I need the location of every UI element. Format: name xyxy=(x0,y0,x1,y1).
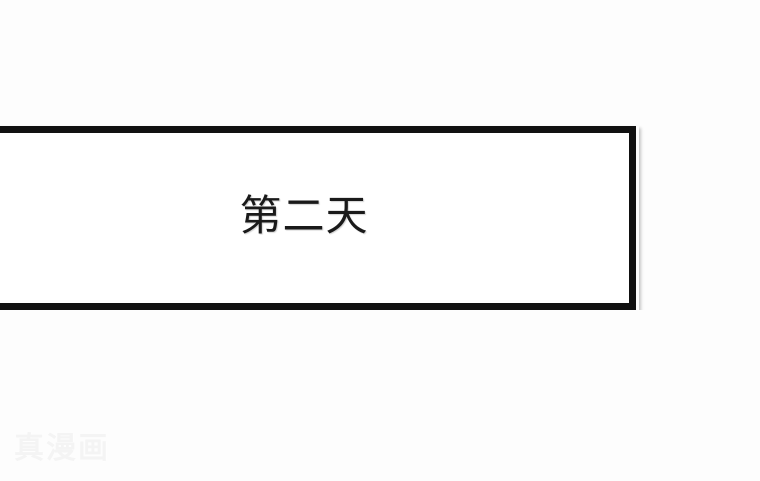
caption-panel: 第二天 xyxy=(0,126,636,310)
site-watermark: 真漫画 xyxy=(14,431,110,466)
caption-text: 第二天 xyxy=(239,191,369,240)
bottom-gutter xyxy=(0,310,760,481)
top-gutter xyxy=(0,0,760,126)
